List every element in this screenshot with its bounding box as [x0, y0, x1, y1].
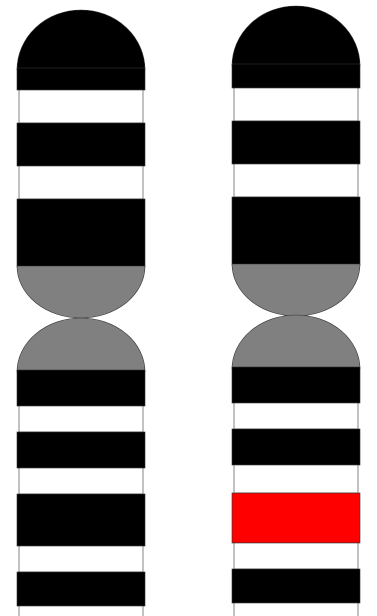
- left-q-band-light-1: [18, 405, 144, 433]
- right-q-band-highlight: [231, 492, 361, 544]
- left-q-arm: [16, 369, 146, 616]
- right-centromere-upper: [231, 263, 361, 317]
- right-centromere: [231, 263, 361, 370]
- left-q-band-light-3: [18, 545, 144, 573]
- left-p-band-light-1: [18, 89, 144, 124]
- right-q-band-light-1: [233, 402, 359, 430]
- left-q-band-dark-1: [16, 369, 146, 407]
- left-p-band-dark-top: [16, 67, 146, 91]
- right-p-band-dark-1: [231, 120, 361, 165]
- right-q-band-dark-2: [231, 428, 361, 466]
- left-p-band-dark-1: [16, 122, 146, 167]
- left-q-band-dark-2: [16, 431, 146, 469]
- left-chromosome: [16, 9, 146, 616]
- right-q-band-dark-1: [231, 366, 361, 404]
- left-p-arm-telomere-cap: [16, 9, 146, 71]
- left-p-band-light-2: [18, 165, 144, 200]
- right-q-band-light-2: [233, 464, 359, 494]
- left-centromere: [16, 265, 146, 373]
- right-q-band-light-4: [233, 602, 359, 616]
- left-centromere-lower: [16, 317, 146, 373]
- right-p-arm-telomere-cap: [231, 5, 361, 67]
- right-chromosome: [231, 5, 361, 616]
- left-q-band-dark-4: [16, 571, 146, 607]
- left-centromere-upper: [16, 265, 146, 319]
- right-q-band-dark-3: [231, 568, 361, 604]
- left-q-band-dark-3: [16, 493, 146, 547]
- left-q-band-light-2: [18, 467, 144, 495]
- right-p-band-light-1: [233, 87, 359, 122]
- right-p-band-dark-2: [231, 196, 361, 266]
- left-q-band-light-4: [18, 605, 144, 616]
- left-p-arm: [16, 9, 146, 268]
- right-centromere-lower: [231, 314, 361, 370]
- right-q-band-light-3: [233, 542, 359, 570]
- left-p-band-dark-2: [16, 198, 146, 268]
- right-q-arm: [231, 366, 361, 616]
- right-p-arm: [231, 5, 361, 266]
- right-p-band-light-2: [233, 163, 359, 198]
- right-p-band-dark-top: [231, 63, 361, 89]
